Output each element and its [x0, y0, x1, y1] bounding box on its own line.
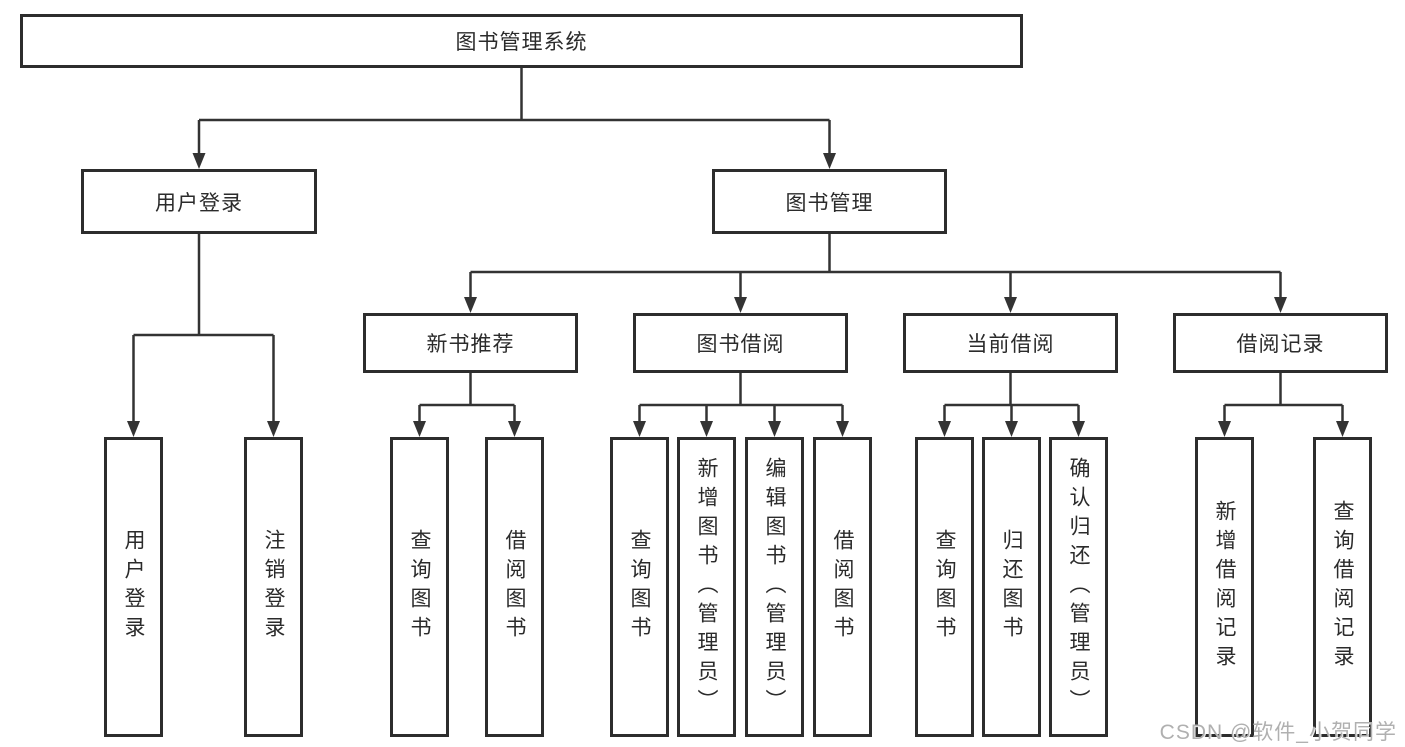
node-label: 借阅记录 [1236, 333, 1325, 356]
leaf-borrow-books-recommend: 借阅图书 [485, 437, 544, 737]
node-label: 借阅图书 [503, 529, 526, 645]
node-label: 新增图书（管理员） [695, 456, 718, 718]
node-label: 查询借阅记录 [1331, 500, 1354, 674]
arrowhead-icons [127, 153, 1349, 437]
node-label: 新增借阅记录 [1213, 500, 1236, 674]
leaf-add-books-admin: 新增图书（管理员） [677, 437, 736, 737]
leaf-borrow-books: 借阅图书 [813, 437, 872, 737]
leaf-query-borrow-record: 查询借阅记录 [1313, 437, 1372, 737]
node-label: 编辑图书（管理员） [763, 456, 786, 718]
leaf-user-login: 用户登录 [104, 437, 163, 737]
leaf-logout: 注销登录 [244, 437, 303, 737]
node-label: 用户登录 [155, 191, 243, 215]
leaf-query-books-recommend: 查询图书 [390, 437, 449, 737]
leaf-add-borrow-record: 新增借阅记录 [1195, 437, 1254, 737]
leaf-edit-books-admin: 编辑图书（管理员） [745, 437, 804, 737]
node-user-login-branch: 用户登录 [81, 169, 317, 234]
node-current-borrow: 当前借阅 [903, 313, 1118, 373]
node-book-borrow: 图书借阅 [633, 313, 848, 373]
node-label: 图书管理 [785, 191, 874, 215]
node-label: 图书借阅 [696, 333, 785, 356]
leaf-return-books: 归还图书 [982, 437, 1041, 737]
node-borrow-records: 借阅记录 [1173, 313, 1388, 373]
node-label: 归还图书 [1000, 529, 1023, 645]
node-book-management-branch: 图书管理 [712, 169, 947, 234]
node-label: 图书管理系统 [455, 31, 588, 54]
node-label: 确认归还（管理员） [1067, 456, 1090, 718]
node-label: 用户登录 [122, 529, 145, 645]
leaf-confirm-return-admin: 确认归还（管理员） [1049, 437, 1108, 737]
node-label: 注销登录 [262, 529, 285, 645]
leaf-query-books-borrow: 查询图书 [610, 437, 669, 737]
node-root-library-management-system: 图书管理系统 [20, 14, 1023, 68]
node-new-book-recommend: 新书推荐 [363, 313, 578, 373]
csdn-watermark: CSDN @软件_小贺同学 [1159, 721, 1397, 744]
node-label: 借阅图书 [831, 529, 854, 645]
node-label: 当前借阅 [966, 333, 1055, 356]
node-label: 查询图书 [628, 529, 651, 645]
node-label: 查询图书 [933, 529, 956, 645]
node-label: 新书推荐 [426, 333, 515, 356]
leaf-query-books-current: 查询图书 [915, 437, 974, 737]
node-label: 查询图书 [408, 529, 431, 645]
